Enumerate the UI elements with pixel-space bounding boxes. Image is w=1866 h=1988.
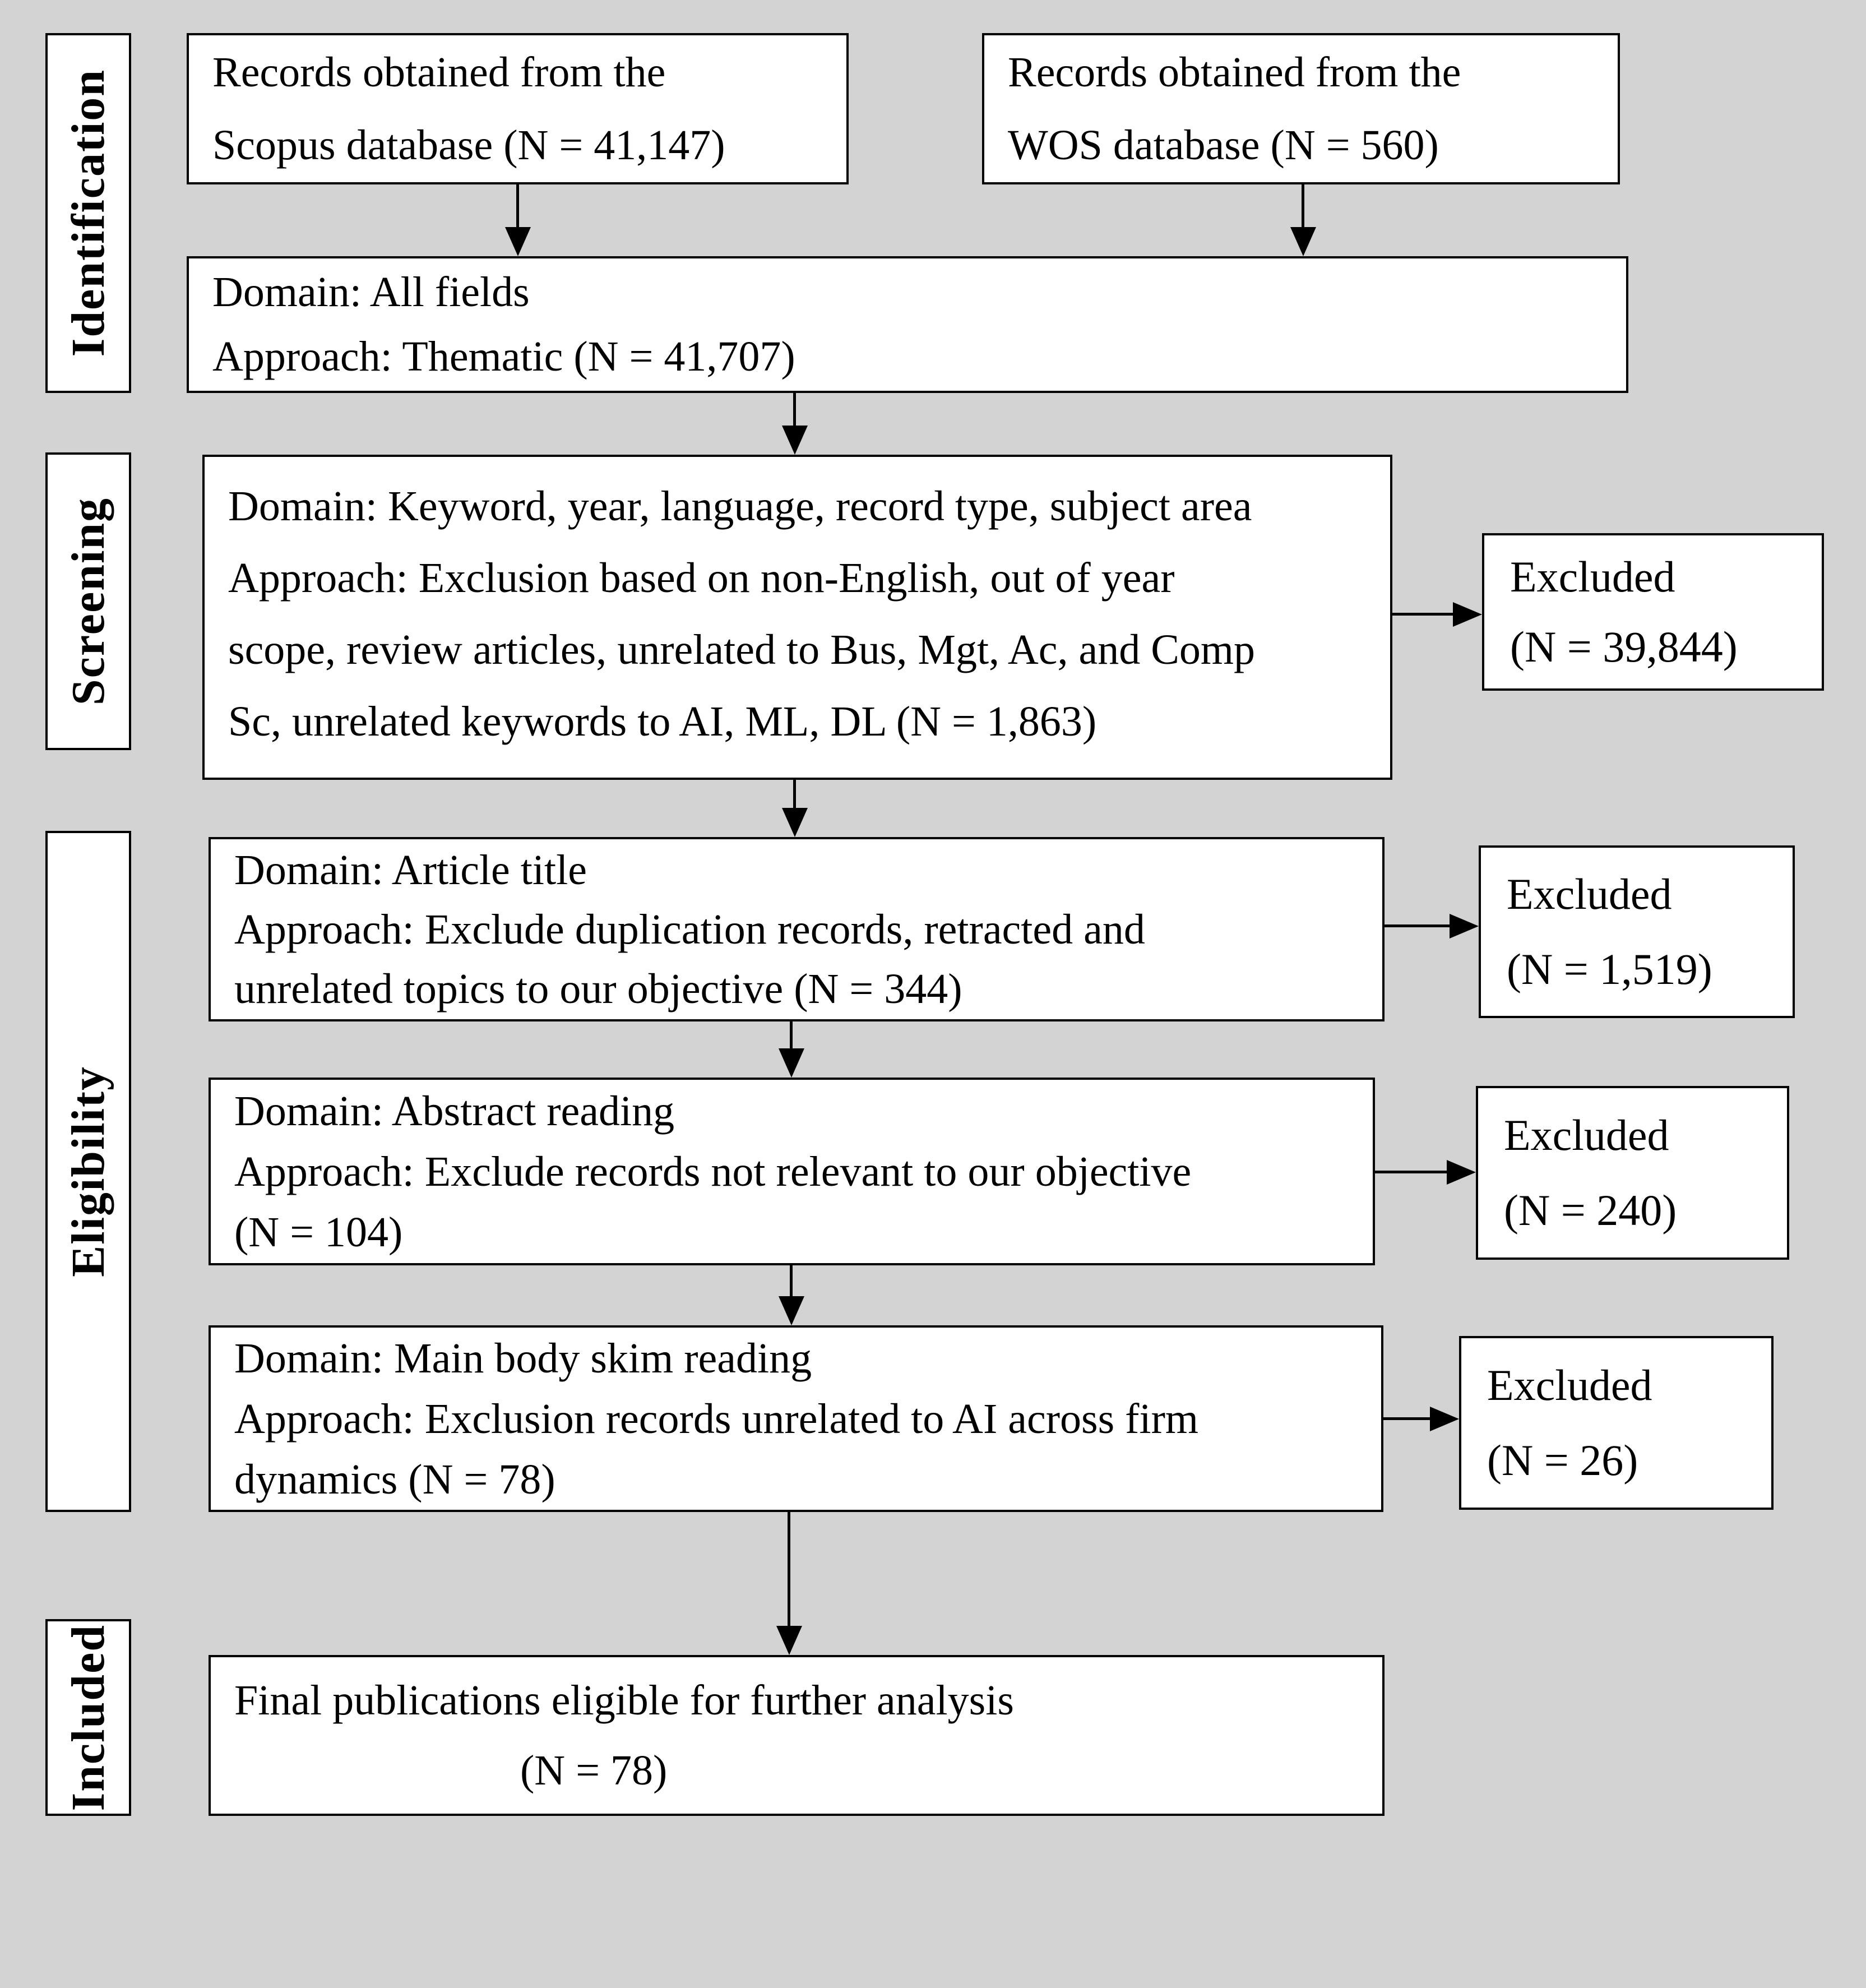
box-excluded-main-body: Excluded (N = 26) (1459, 1336, 1774, 1510)
box-line: scope, review articles, unrelated to Bus… (228, 626, 1256, 673)
box-line: (N = 104) (234, 1208, 403, 1256)
box-line: Excluded (1510, 552, 1675, 602)
stage-label-screening: Screening (45, 452, 131, 750)
box-line: dynamics (N = 78) (234, 1455, 555, 1503)
box-line: Approach: Thematic (N = 41,707) (212, 333, 795, 380)
box-line: Domain: Abstract reading (234, 1087, 675, 1135)
stage-label-included: Included (45, 1619, 131, 1816)
box-line: Domain: Article title (234, 846, 587, 894)
arrowhead-right-icon (1447, 1160, 1476, 1185)
box-screening-criteria: Domain: Keyword, year, language, record … (202, 455, 1392, 780)
box-line: Excluded (1507, 870, 1672, 919)
box-line: Excluded (1504, 1111, 1669, 1159)
box-line: (N = 1,519) (1507, 944, 1712, 993)
arrowhead-down-icon (782, 808, 808, 837)
arrowhead-down-icon (779, 1048, 804, 1078)
stage-label-eligibility: Eligibility (45, 831, 131, 1512)
arrowhead-right-icon (1453, 602, 1482, 627)
box-line: Approach: Exclude records not relevant t… (234, 1148, 1192, 1195)
box-excluded-abstract: Excluded (N = 240) (1476, 1086, 1789, 1260)
stage-label-identification-text: Identification (62, 69, 114, 357)
box-line: (N = 240) (1504, 1186, 1677, 1235)
box-article-title: Domain: Article title Approach: Exclude … (209, 837, 1385, 1021)
box-line: Approach: Exclude duplication records, r… (234, 905, 1145, 953)
arrowhead-down-icon (782, 426, 808, 455)
stage-label-identification: Identification (45, 33, 131, 393)
arrowhead-right-icon (1430, 1407, 1459, 1431)
box-line: WOS database (N = 560) (1008, 122, 1439, 169)
box-line: Records obtained from the (1008, 49, 1461, 96)
box-line: Domain: Main body skim reading (234, 1334, 812, 1382)
box-line: Approach: Exclusion records unrelated to… (234, 1395, 1199, 1443)
box-line: Approach: Exclusion based on non-English… (228, 554, 1175, 602)
box-scopus-records: Records obtained from the Scopus databas… (187, 33, 849, 184)
box-line: Records obtained from the (212, 49, 666, 96)
box-excluded-screening: Excluded (N = 39,844) (1482, 533, 1824, 691)
stage-label-eligibility-text: Eligibility (62, 1066, 114, 1277)
box-wos-records: Records obtained from the WOS database (… (982, 33, 1620, 184)
box-line: Scopus database (N = 41,147) (212, 122, 725, 169)
arrowhead-down-icon (779, 1296, 804, 1325)
arrowhead-down-icon (505, 227, 531, 256)
box-line: Domain: All fields (212, 269, 530, 316)
box-excluded-article: Excluded (N = 1,519) (1479, 845, 1795, 1018)
stage-label-included-text: Included (62, 1624, 114, 1811)
box-line: (N = 39,844) (1510, 622, 1738, 671)
box-merge-thematic: Domain: All fields Approach: Thematic (N… (187, 256, 1628, 393)
box-line: (N = 78) (520, 1746, 668, 1794)
box-main-body-skim: Domain: Main body skim reading Approach:… (209, 1325, 1383, 1512)
box-line: Sc, unrelated keywords to AI, ML, DL (N … (228, 698, 1097, 745)
box-abstract-reading: Domain: Abstract reading Approach: Exclu… (209, 1078, 1375, 1265)
box-final-included: Final publications eligible for further … (209, 1655, 1385, 1816)
box-line: Domain: Keyword, year, language, record … (228, 483, 1252, 530)
box-line: (N = 26) (1487, 1436, 1638, 1485)
box-line: Excluded (1487, 1361, 1652, 1409)
stage-label-screening-text: Screening (62, 497, 114, 706)
box-line: unrelated topics to our objective (N = 3… (234, 965, 962, 1013)
box-line: Final publications eligible for further … (234, 1676, 1014, 1724)
arrowhead-right-icon (1450, 914, 1479, 938)
arrowhead-down-icon (776, 1626, 802, 1655)
arrowhead-down-icon (1290, 227, 1316, 256)
